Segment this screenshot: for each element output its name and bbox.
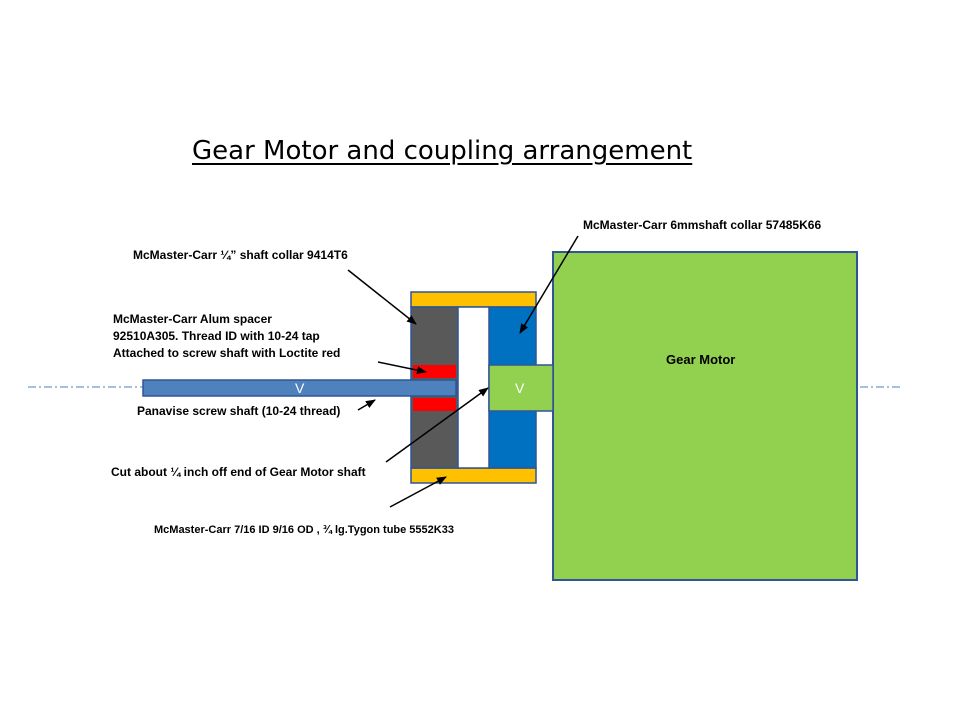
arrow-tygon-tube: [389, 476, 447, 508]
gear-motor-shaft: [488, 364, 554, 412]
label-cut-shaft: Cut about ¼ inch off end of Gear Motor s…: [111, 465, 366, 479]
alum-spacer-top: [413, 365, 456, 378]
screw-shaft: [142, 379, 457, 397]
arrow-cut-shaft: [385, 387, 489, 463]
coupling-gap: [457, 306, 490, 469]
tygon-tube-bottom: [410, 467, 537, 484]
label-screw-shaft: Panavise screw shaft (10-24 thread): [137, 404, 341, 418]
alum-spacer-bottom: [413, 398, 456, 411]
arrow-collar-6mm: [519, 235, 579, 334]
diagram-title: Gear Motor and coupling arrangement: [192, 136, 693, 166]
arrow-alum-spacer: [377, 361, 427, 375]
label-alum-spacer-line1: McMaster-Carr Alum spacer: [113, 312, 272, 326]
label-collar-6mm: McMaster-Carr 6mmshaft collar 57485K66: [583, 218, 822, 232]
gear-motor-body: [552, 251, 858, 581]
screw-shaft-mark: V: [295, 380, 305, 396]
arrow-collar-quarter: [347, 269, 417, 325]
label-alum-spacer-line3: Attached to screw shaft with Loctite red: [113, 346, 341, 360]
label-collar-quarter: McMaster-Carr ¼” shaft collar 9414T6: [133, 248, 348, 262]
tygon-tube-top: [410, 291, 537, 308]
gear-motor-label: Gear Motor: [666, 352, 736, 367]
arrow-screw-shaft: [357, 399, 376, 411]
motor-shaft-mark: V: [515, 380, 525, 396]
label-tygon-tube: McMaster-Carr 7/16 ID 9/16 OD , ¾ lg.Tyg…: [154, 524, 454, 536]
label-alum-spacer-line2: 92510A305. Thread ID with 10-24 tap: [113, 329, 320, 343]
label-alum-spacer: McMaster-Carr Alum spacer 92510A305. Thr…: [113, 311, 340, 362]
